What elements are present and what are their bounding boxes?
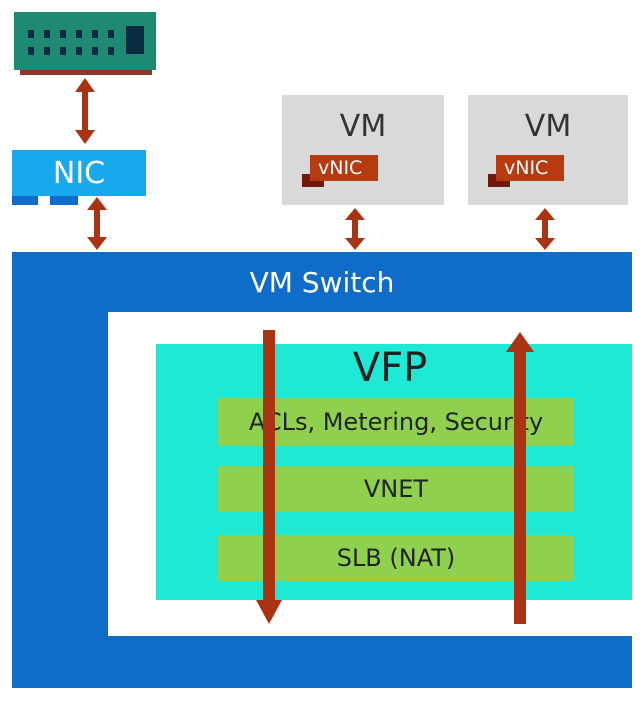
vfp-layer-vnet-label: VNET [363, 475, 429, 503]
vm-title-1: VM [339, 109, 387, 144]
nic-connector-left [12, 196, 38, 205]
nic-block: NIC [12, 150, 146, 196]
vfp-title: VFP [352, 345, 428, 391]
vm-box-1: VM vNIC [282, 95, 444, 205]
network-card-icon [14, 12, 156, 75]
inbound-down-arrow [256, 330, 282, 624]
nic-switch-arrow [87, 197, 107, 250]
outbound-up-arrow [506, 332, 534, 624]
vfp-layer-acls-label: ACLs, Metering, Security [248, 408, 544, 436]
vm-box-2: VM vNIC [468, 95, 628, 205]
nic-label: NIC [52, 155, 106, 191]
vm-title-2: VM [524, 109, 572, 144]
card-nic-arrow [75, 78, 95, 144]
vm1-switch-arrow [345, 208, 365, 250]
vm-switch-label: VM Switch [249, 266, 395, 299]
vnic-block-2: vNIC [496, 155, 564, 181]
vnic-label-2: vNIC [504, 157, 549, 179]
vfp-layer-slb-label: SLB (NAT) [336, 544, 456, 572]
vnic-label-1: vNIC [318, 157, 363, 179]
nic-connector-right [50, 196, 78, 205]
vnic-block-1: vNIC [310, 155, 378, 181]
vm2-switch-arrow [535, 208, 555, 250]
